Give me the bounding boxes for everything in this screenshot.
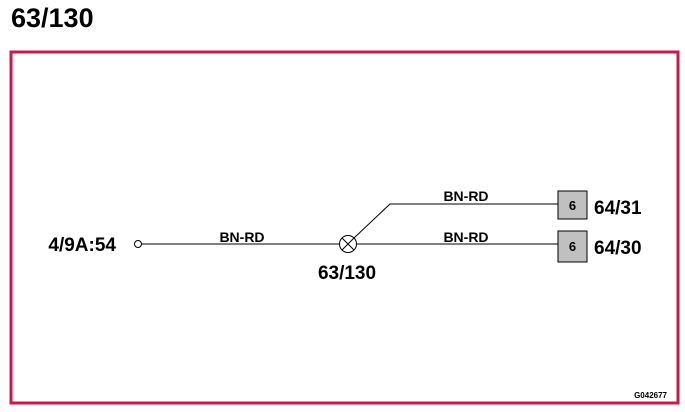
wire-label: BN-RD bbox=[443, 188, 488, 204]
connector-label: 64/30 bbox=[594, 238, 642, 259]
source-label: 4/9A:54 bbox=[48, 235, 116, 256]
terminal-circle-icon bbox=[134, 240, 142, 248]
splice-icon bbox=[339, 235, 357, 253]
wire-splice-to-64-31 bbox=[353, 203, 558, 239]
connector-pin-box bbox=[557, 190, 588, 220]
connector-pin-number: 6 bbox=[569, 198, 576, 213]
wire-label: BN-RD bbox=[443, 229, 488, 245]
page-title: 63/130 bbox=[11, 3, 94, 33]
diagram-frame bbox=[9, 50, 680, 405]
splice-label: 63/130 bbox=[318, 263, 376, 284]
connector-pin-number: 6 bbox=[569, 239, 576, 254]
drawing-code: G042677 bbox=[634, 391, 667, 400]
connector-pin-box bbox=[557, 230, 588, 263]
connector-label: 64/31 bbox=[594, 198, 642, 219]
wire-label: BN-RD bbox=[219, 229, 264, 245]
